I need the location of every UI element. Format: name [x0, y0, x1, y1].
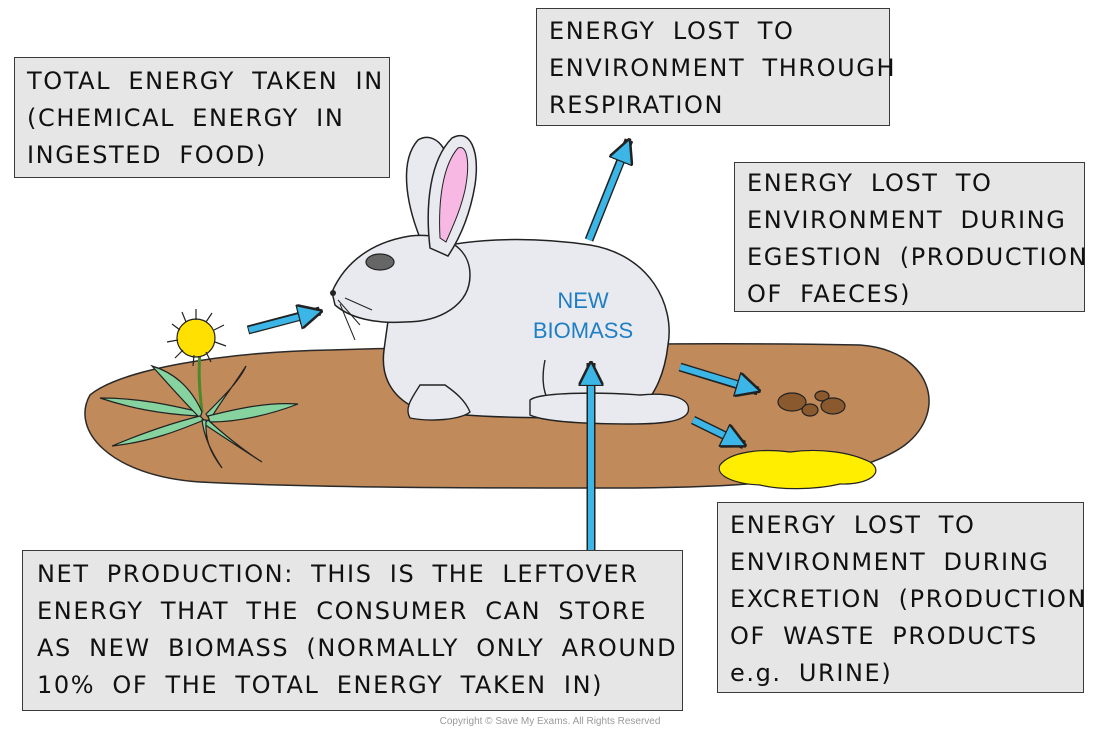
- urine-puddle: [718, 449, 877, 490]
- respiration-line: ENVIRONMENT THROUGH: [549, 54, 897, 82]
- excretion-line: ENVIRONMENT DURING: [730, 548, 1050, 576]
- excretion-line: EXCRETION (PRODUCTION: [730, 585, 1088, 613]
- net-production-line: ENERGY THAT THE CONSUMER CAN STORE: [37, 597, 648, 625]
- total-intake-line: (CHEMICAL ENERGY IN: [27, 104, 345, 132]
- excretion-box: ENERGY LOST TO ENVIRONMENT DURING EXCRET…: [717, 502, 1088, 693]
- net-production-line: AS NEW BIOMASS (NORMALLY ONLY AROUND: [37, 634, 678, 662]
- excretion-line: OF WASTE PRODUCTS: [730, 622, 1038, 650]
- total-intake-box: TOTAL ENERGY TAKEN IN (CHEMICAL ENERGY I…: [14, 57, 390, 178]
- egestion-box: ENERGY LOST TO ENVIRONMENT DURING EGESTI…: [734, 162, 1089, 312]
- total-intake-line: INGESTED FOOD): [27, 141, 267, 169]
- egestion-line: ENVIRONMENT DURING: [747, 206, 1067, 234]
- faeces-pellets: [777, 390, 846, 417]
- excretion-line: ENERGY LOST TO: [730, 511, 976, 539]
- rabbit: [330, 135, 690, 425]
- intake-arrow-fill: [248, 312, 318, 333]
- new-biomass-line1: NEW: [557, 288, 609, 313]
- respiration-line: RESPIRATION: [549, 91, 725, 119]
- excretion-arrow-fill: [691, 417, 742, 444]
- egestion-line: ENERGY LOST TO: [747, 169, 993, 197]
- new-biomass-label: NEW BIOMASS: [508, 286, 658, 346]
- new-biomass-line2: BIOMASS: [532, 318, 634, 343]
- egestion-arrow-fill: [679, 364, 756, 390]
- net-production-line: 10% OF THE TOTAL ENERGY TAKEN IN): [37, 671, 604, 699]
- respiration-box: ENERGY LOST TO ENVIRONMENT THROUGH RESPI…: [536, 8, 897, 126]
- net-production-box: NET PRODUCTION: THIS IS THE LEFTOVER ENE…: [22, 550, 683, 711]
- egestion-line: OF FAECES): [747, 280, 912, 308]
- egestion-line: EGESTION (PRODUCTION: [747, 243, 1089, 271]
- dandelion-plant: [99, 309, 299, 469]
- copyright-notice: Copyright © Save My Exams. All Rights Re…: [439, 716, 661, 727]
- respiration-arrow-fill: [586, 143, 628, 242]
- respiration-line: ENERGY LOST TO: [549, 17, 795, 45]
- total-intake-line: TOTAL ENERGY TAKEN IN: [27, 67, 384, 95]
- excretion-line: e.g. URINE): [730, 659, 893, 687]
- net-production-line: NET PRODUCTION: THIS IS THE LEFTOVER: [37, 560, 639, 588]
